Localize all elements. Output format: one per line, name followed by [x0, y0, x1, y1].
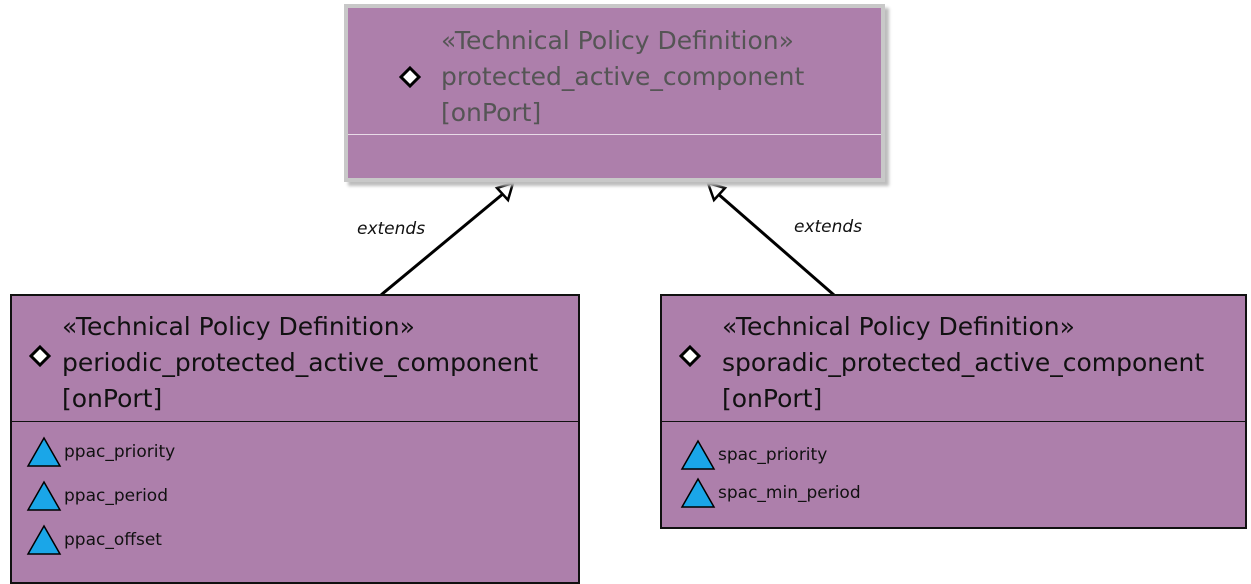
- class-name: protected_active_component: [441, 62, 805, 91]
- compartment-divider: [662, 421, 1245, 422]
- class-stereotype: «Technical Policy Definition»: [722, 312, 1075, 341]
- class-stereotype: «Technical Policy Definition»: [62, 312, 415, 341]
- attribute-row[interactable]: ppac_offset: [26, 523, 162, 557]
- attribute-row[interactable]: ppac_priority: [26, 435, 175, 469]
- class-name: periodic_protected_active_component: [62, 348, 539, 377]
- class-tag: [onPort]: [441, 98, 542, 127]
- extends-link-left: [380, 191, 505, 297]
- class-name: sporadic_protected_active_component: [722, 348, 1205, 377]
- triangle-icon: [680, 477, 716, 508]
- class-periodic-protected-active-component[interactable]: «Technical Policy Definition» periodic_p…: [10, 294, 580, 584]
- class-protected-active-component[interactable]: «Technical Policy Definition» protected_…: [344, 4, 885, 182]
- attribute-row[interactable]: spac_priority: [680, 438, 827, 472]
- diamond-icon: [399, 66, 421, 88]
- attribute-name: spac_priority: [718, 445, 828, 465]
- class-tag: [onPort]: [62, 384, 163, 413]
- attribute-name: ppac_priority: [64, 442, 176, 462]
- extends-label-left: extends: [357, 219, 426, 239]
- attribute-name: spac_min_period: [718, 483, 861, 503]
- attribute-name: ppac_offset: [64, 530, 162, 550]
- compartment-divider: [348, 134, 881, 135]
- extends-label-right: extends: [794, 217, 863, 237]
- class-sporadic-protected-active-component[interactable]: «Technical Policy Definition» sporadic_p…: [660, 294, 1247, 529]
- class-stereotype: «Technical Policy Definition»: [441, 26, 794, 55]
- class-tag: [onPort]: [722, 384, 823, 413]
- attribute-name: ppac_period: [64, 486, 169, 506]
- triangle-icon: [26, 524, 62, 555]
- diamond-icon: [679, 345, 701, 367]
- triangle-icon: [26, 480, 62, 511]
- triangle-icon: [26, 436, 62, 467]
- attribute-row[interactable]: spac_min_period: [680, 476, 861, 510]
- triangle-icon: [680, 439, 716, 470]
- attribute-row[interactable]: ppac_period: [26, 479, 168, 513]
- arrowhead-left-icon: [494, 181, 515, 203]
- arrowhead-right-icon: [706, 181, 728, 203]
- extends-link-right: [716, 191, 835, 297]
- diamond-icon: [29, 345, 51, 367]
- compartment-divider: [12, 421, 578, 422]
